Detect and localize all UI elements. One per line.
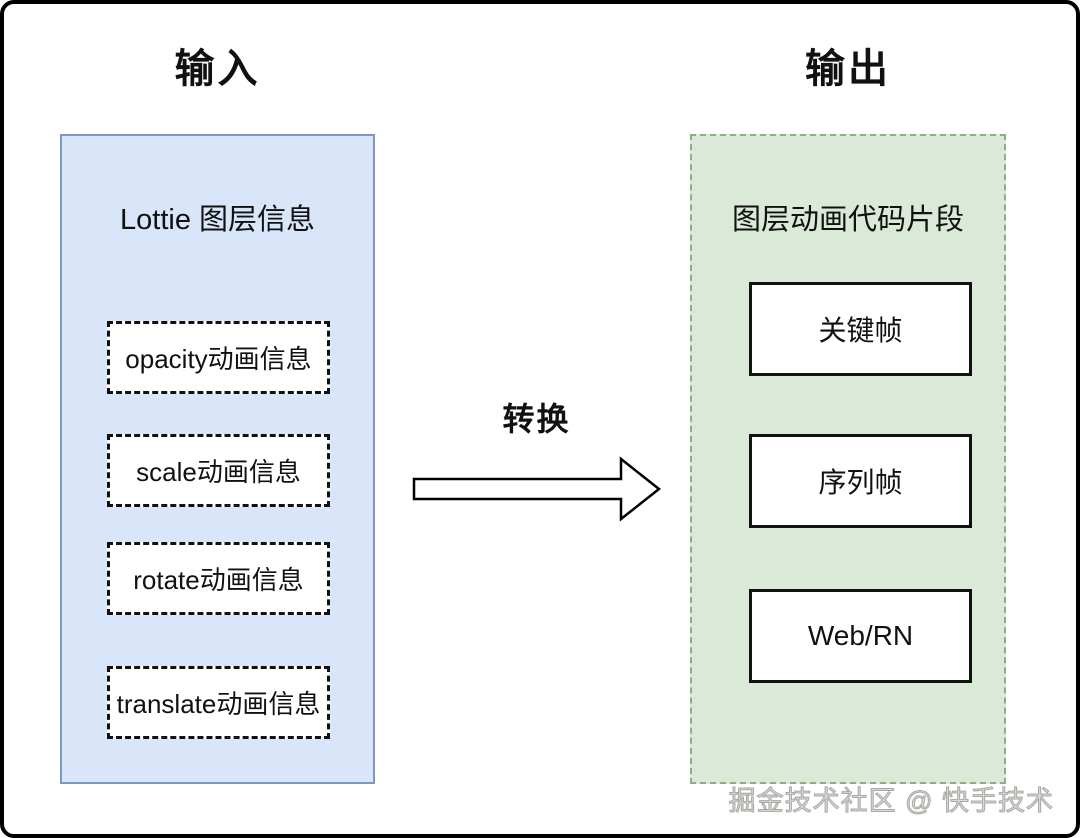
output-column-title: 输出 — [805, 47, 891, 91]
output-item-web-rn: Web/RN — [749, 589, 972, 683]
input-panel-title: Lottie 图层信息 — [120, 204, 315, 236]
input-item-rotate: rotate动画信息 — [107, 542, 330, 615]
output-panel-title: 图层动画代码片段 — [731, 204, 964, 236]
input-column-title: 输入 — [174, 47, 261, 91]
output-item-sequence-frames: 序列帧 — [749, 434, 972, 528]
watermark-text: 掘金技术社区 @ 快手技术 — [728, 786, 1054, 817]
output-panel: 图层动画代码片段 关键帧 序列帧 Web/RN — [690, 134, 1006, 784]
input-panel: Lottie 图层信息 opacity动画信息 scale动画信息 rotate… — [60, 134, 375, 784]
input-item-translate: translate动画信息 — [107, 666, 330, 739]
input-item-opacity: opacity动画信息 — [107, 321, 330, 394]
convert-label: 转换 — [502, 401, 571, 437]
output-item-keyframes: 关键帧 — [749, 282, 972, 376]
input-item-scale: scale动画信息 — [107, 434, 330, 507]
right-arrow-icon — [409, 454, 665, 524]
